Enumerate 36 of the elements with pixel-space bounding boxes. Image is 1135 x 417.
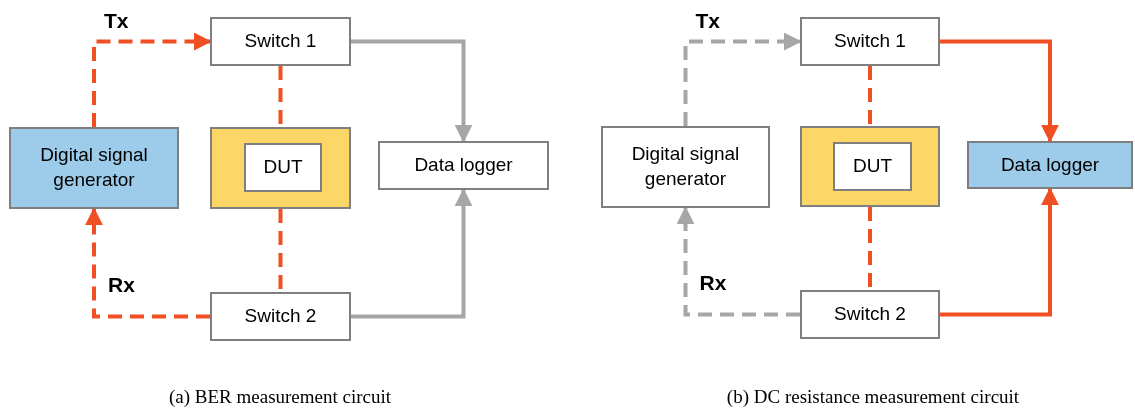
figure-caption: (b) DC resistance measurement circuit bbox=[726, 386, 1020, 408]
process-box bbox=[210, 17, 351, 66]
fixture-box bbox=[210, 127, 351, 209]
arrow bbox=[676, 206, 800, 317]
process-box bbox=[967, 141, 1133, 189]
process-box bbox=[378, 141, 549, 190]
connector-line bbox=[278, 66, 283, 127]
node-text: Data logger bbox=[1000, 152, 1100, 177]
node-text: Digital signal generator bbox=[39, 143, 149, 192]
process-box bbox=[244, 143, 322, 192]
arrow bbox=[351, 188, 473, 319]
connector-line bbox=[278, 209, 283, 292]
arrow bbox=[940, 39, 1059, 143]
connector-line bbox=[868, 66, 872, 126]
process-box bbox=[601, 126, 770, 208]
node-text: Switch 1 bbox=[244, 29, 317, 54]
process-box bbox=[800, 17, 940, 66]
node-text: Data logger bbox=[414, 153, 513, 178]
process-box bbox=[9, 127, 179, 209]
arrow bbox=[683, 32, 802, 126]
fixture-box bbox=[800, 126, 940, 207]
node-text: DUT bbox=[263, 155, 303, 180]
process-box bbox=[833, 142, 912, 191]
figure-caption: (a) BER measurement circuit bbox=[168, 386, 392, 408]
node-text: Switch 2 bbox=[244, 304, 317, 329]
node-text: DUT bbox=[852, 154, 893, 179]
arrow bbox=[351, 39, 473, 143]
arrow bbox=[92, 32, 212, 127]
node-text: Switch 1 bbox=[834, 29, 906, 54]
arrow bbox=[85, 207, 210, 319]
arrow bbox=[940, 187, 1059, 317]
node-text: Digital signal generator bbox=[630, 142, 741, 191]
process-box bbox=[800, 290, 940, 339]
node-text: Switch 2 bbox=[834, 302, 906, 327]
connector-line bbox=[868, 207, 872, 290]
process-box bbox=[210, 292, 351, 341]
